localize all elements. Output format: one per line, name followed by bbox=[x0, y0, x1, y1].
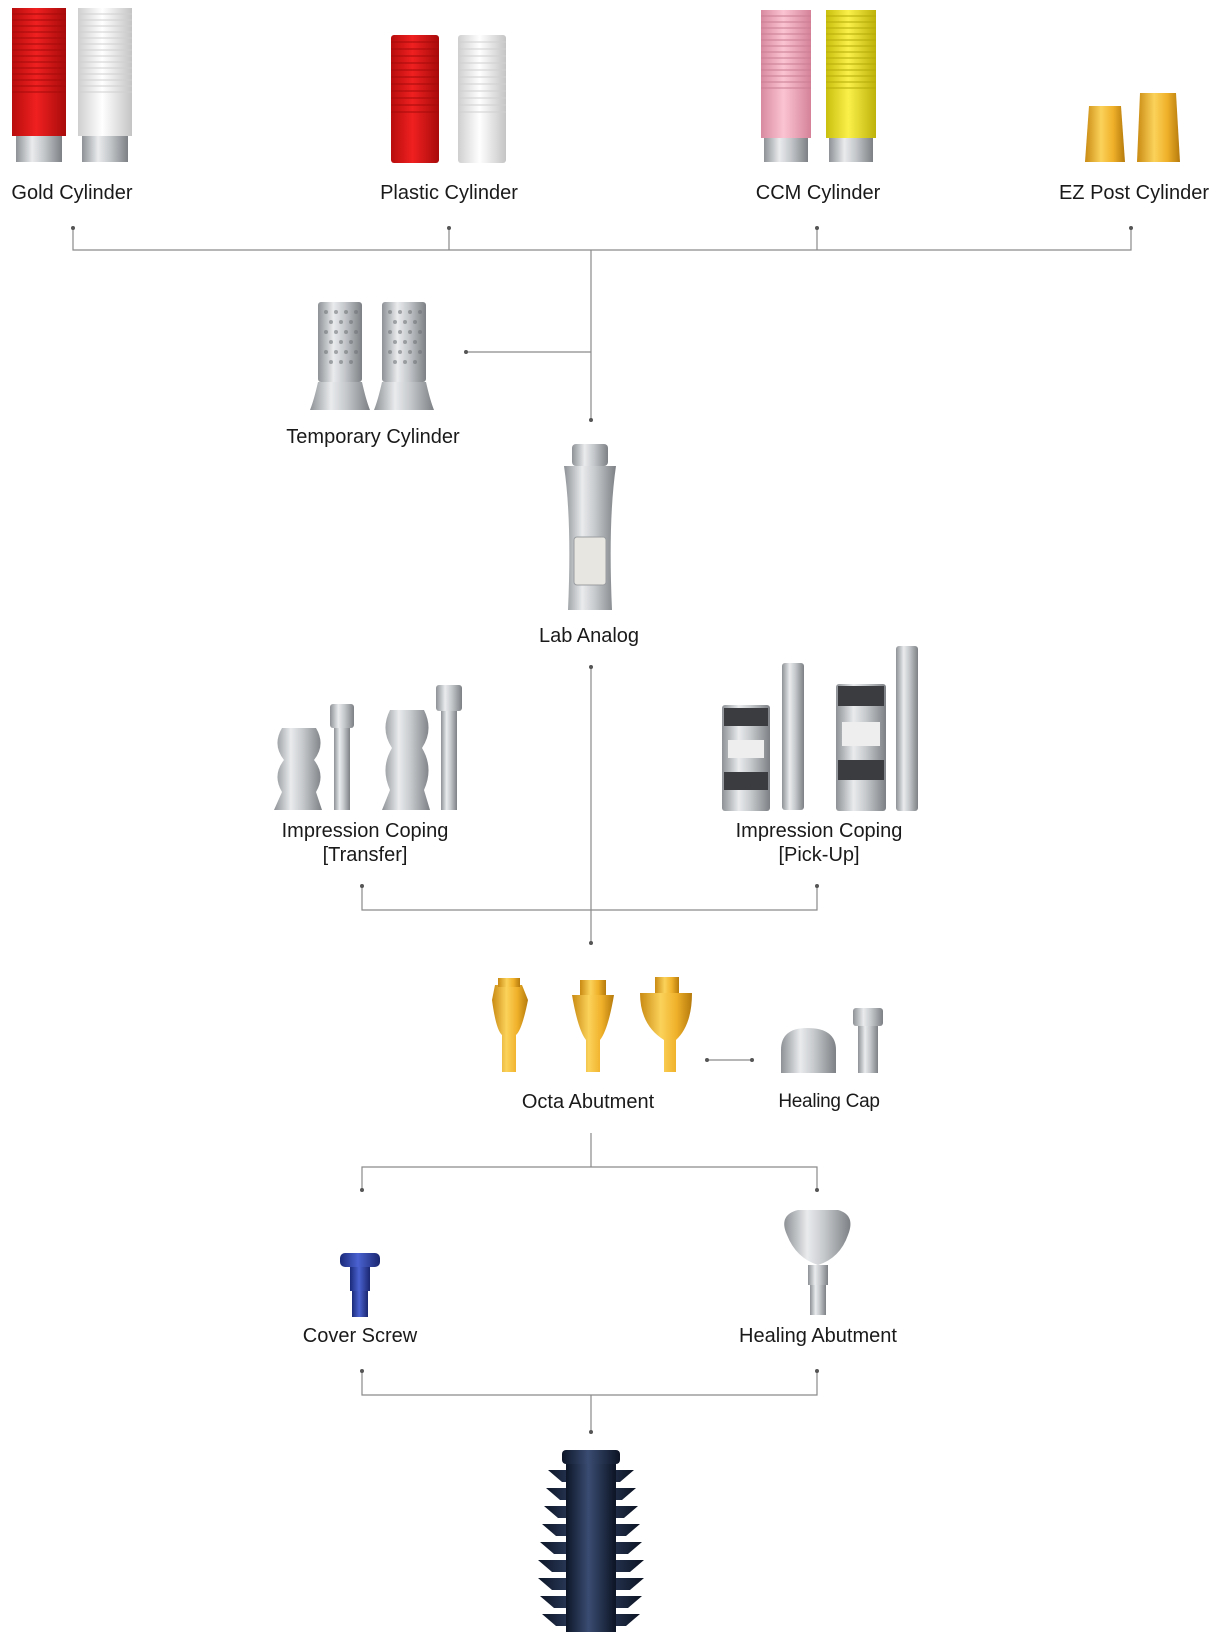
gold-cylinder-label: Gold Cylinder bbox=[11, 182, 133, 204]
octa-abutment-image bbox=[492, 977, 692, 1072]
healing-abutment-image bbox=[784, 1210, 851, 1315]
connector-cover-healing-bus bbox=[361, 1371, 818, 1432]
endpoint-dot bbox=[705, 1058, 709, 1062]
ccm-cylinder-label: CCM Cylinder bbox=[755, 182, 881, 204]
ez-post-cylinder-image bbox=[1085, 93, 1180, 162]
impression-coping-transfer-label-line1: Impression Coping bbox=[281, 820, 449, 842]
temporary-cylinder-image bbox=[310, 302, 434, 410]
impression-coping-pickup-label-line2: [Pick-Up] bbox=[778, 844, 860, 866]
endpoint-dot bbox=[815, 226, 819, 230]
impression-coping-transfer-label-line2: [Transfer] bbox=[322, 844, 408, 866]
endpoint-dot bbox=[360, 884, 364, 888]
impression-coping-transfer-label: Impression Coping [Transfer] bbox=[282, 819, 449, 867]
lab-analog-label: Lab Analog bbox=[538, 625, 640, 647]
endpoint-dot bbox=[71, 226, 75, 230]
healing-cap-label: Healing Cap bbox=[778, 1091, 880, 1112]
endpoint-dot bbox=[750, 1058, 754, 1062]
connector-impression-bus bbox=[361, 667, 818, 943]
plastic-cylinder-label: Plastic Cylinder bbox=[380, 182, 518, 204]
endpoint-dot bbox=[589, 418, 593, 422]
endpoint-dot bbox=[360, 1369, 364, 1373]
lab-analog-image bbox=[564, 444, 616, 610]
endpoint-dot bbox=[360, 1188, 364, 1192]
connector-endpoints bbox=[71, 226, 1133, 1434]
endpoint-dot bbox=[589, 941, 593, 945]
endpoint-dot bbox=[815, 1369, 819, 1373]
endpoint-dot bbox=[815, 1188, 819, 1192]
ccm-cylinder-image bbox=[761, 10, 876, 162]
healing-abutment-label: Healing Abutment bbox=[739, 1325, 897, 1347]
healing-cap-image bbox=[781, 1008, 883, 1073]
connector-top-bus bbox=[72, 228, 1132, 251]
endpoint-dot bbox=[815, 884, 819, 888]
octa-abutment-label: Octa Abutment bbox=[521, 1091, 655, 1113]
endpoint-dot bbox=[589, 665, 593, 669]
endpoint-dot bbox=[589, 1430, 593, 1434]
gold-cylinder-image bbox=[12, 8, 132, 162]
implant-fixture-image bbox=[538, 1450, 644, 1632]
plastic-cylinder-image bbox=[391, 35, 506, 163]
temporary-cylinder-label: Temporary Cylinder bbox=[286, 426, 460, 448]
endpoint-dot bbox=[447, 226, 451, 230]
connector-lines bbox=[72, 228, 1132, 1432]
impression-coping-transfer-image bbox=[274, 685, 462, 810]
cover-screw-label: Cover Screw bbox=[302, 1325, 418, 1347]
endpoint-dot bbox=[1129, 226, 1133, 230]
connector-octa-bus bbox=[361, 1133, 818, 1190]
impression-coping-pickup-label-line1: Impression Coping bbox=[735, 820, 903, 842]
endpoint-dot bbox=[464, 350, 468, 354]
impression-coping-pickup-label: Impression Coping [Pick-Up] bbox=[736, 819, 903, 867]
ez-post-cylinder-label: EZ Post Cylinder bbox=[1058, 182, 1210, 204]
cover-screw-image bbox=[340, 1253, 380, 1317]
impression-coping-pickup-image bbox=[722, 646, 918, 811]
